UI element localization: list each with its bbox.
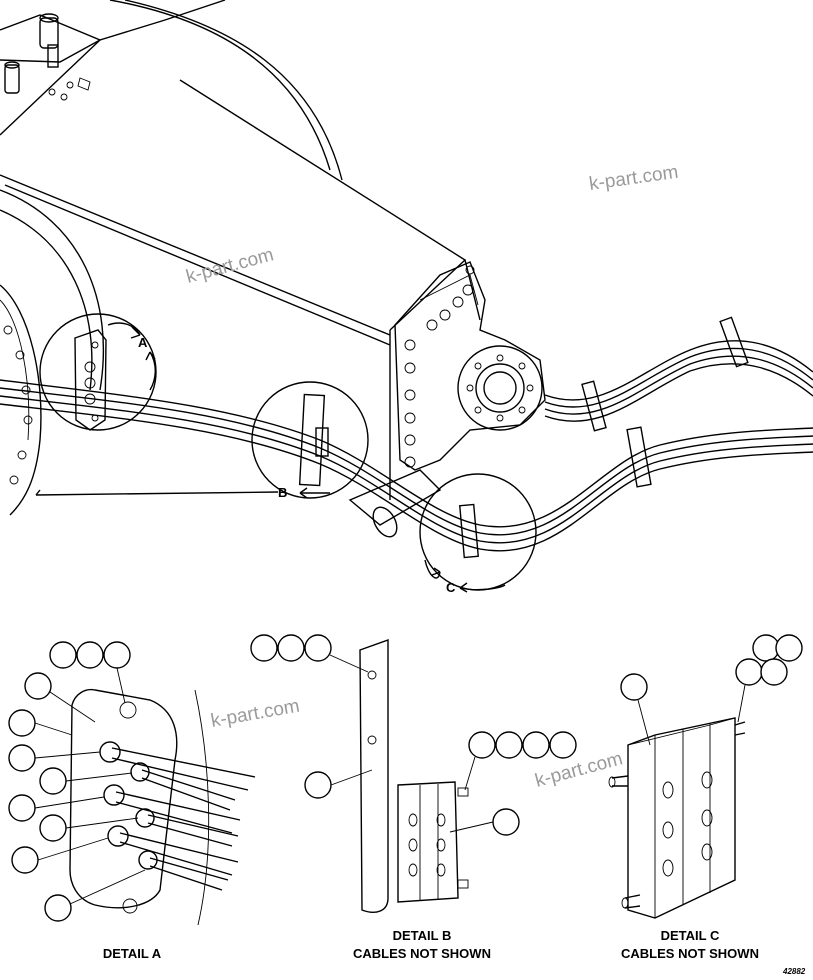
bubble-b-7	[549, 731, 577, 759]
bubble-c-5	[620, 673, 648, 701]
callout-a-label: A	[138, 335, 148, 350]
hydraulic-cylinder	[348, 469, 442, 538]
detail-a: DETAIL A	[8, 641, 256, 961]
bubble-a-4	[24, 672, 52, 700]
cable-bundle-lower	[0, 379, 813, 559]
bubble-a-11	[44, 894, 72, 922]
drawing-number: 42882	[782, 967, 806, 976]
bubble-a-3	[103, 641, 131, 669]
drum-end-rim	[0, 284, 42, 516]
bubble-a-7	[39, 767, 67, 795]
bubble-c-2	[775, 634, 803, 662]
bubble-b-8	[304, 771, 332, 799]
arm-box	[179, 79, 481, 500]
detail-c-note: CABLES NOT SHOWN	[621, 946, 759, 961]
cable-bundle-upper	[544, 316, 813, 432]
callout-b-label: B	[278, 485, 287, 500]
bubble-c-1	[752, 634, 780, 662]
bubble-b-2	[277, 634, 305, 662]
bubble-a-2	[76, 641, 104, 669]
watermark-4: k-part.com	[533, 748, 625, 792]
bubble-b-6	[522, 731, 550, 759]
detail-b: DETAIL B CABLES NOT SHOWN	[250, 634, 577, 961]
bubble-b-9	[492, 808, 520, 836]
drum-body	[0, 0, 391, 391]
bubble-b-3	[304, 634, 332, 662]
main-assembly-view: A B C	[0, 0, 813, 595]
detail-b-note: CABLES NOT SHOWN	[353, 946, 491, 961]
detail-c-title: DETAIL C	[661, 928, 720, 943]
watermark-1: k-part.com	[588, 162, 680, 195]
bubble-c-3	[735, 658, 763, 686]
bubble-a-5	[8, 709, 36, 737]
mount-bracket	[394, 261, 546, 471]
bubble-a-6	[8, 744, 36, 772]
detail-c: DETAIL C CABLES NOT SHOWN	[608, 634, 803, 961]
detail-a-title: DETAIL A	[103, 946, 162, 961]
bubble-a-10	[11, 846, 39, 874]
detail-b-title: DETAIL B	[393, 928, 452, 943]
bubble-a-9	[39, 814, 67, 842]
bubble-c-4	[760, 658, 788, 686]
bubble-b-1	[250, 634, 278, 662]
bubble-a-8	[8, 794, 36, 822]
detail-circle-b: B	[35, 381, 369, 500]
callout-c-label: C	[446, 580, 456, 595]
detail-circle-c: C	[419, 473, 537, 595]
watermark-3: k-part.com	[209, 696, 301, 732]
bubble-a-1	[49, 641, 77, 669]
watermark-2: k-part.com	[184, 244, 276, 288]
detail-circle-a: A	[39, 313, 157, 431]
bubble-b-4	[468, 731, 496, 759]
bubble-b-5	[495, 731, 523, 759]
